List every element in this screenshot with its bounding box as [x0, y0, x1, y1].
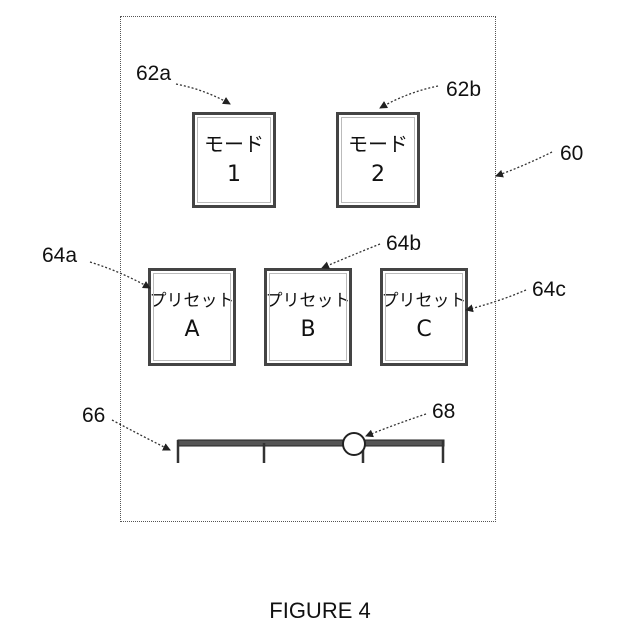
mode-1-number: 1	[227, 161, 241, 189]
ref-62b: 62b	[446, 78, 481, 102]
ref-60: 60	[560, 142, 583, 166]
preset-b-letter: B	[300, 316, 315, 344]
preset-b-button[interactable]: プリセット B	[264, 268, 352, 366]
preset-c-button[interactable]: プリセット C	[380, 268, 468, 366]
mode-2-number: 2	[371, 161, 385, 189]
ref-62a: 62a	[136, 62, 171, 86]
ref-64b: 64b	[386, 232, 421, 256]
ref-68: 68	[432, 400, 455, 424]
preset-a-button[interactable]: プリセット A	[148, 268, 236, 366]
preset-a-label: プリセット	[150, 291, 235, 312]
mode-1-label: モード	[204, 132, 264, 157]
preset-a-letter: A	[184, 316, 199, 344]
figure-caption: FIGURE 4	[0, 598, 640, 624]
leader-60	[496, 152, 552, 176]
preset-c-letter: C	[416, 316, 431, 344]
mode-1-button[interactable]: モード 1	[192, 112, 276, 208]
ref-66: 66	[82, 404, 105, 428]
preset-c-label: プリセット	[382, 291, 467, 312]
ref-64c: 64c	[532, 278, 566, 302]
preset-b-label: プリセット	[266, 291, 351, 312]
ref-64a: 64a	[42, 244, 77, 268]
mode-2-button[interactable]: モード 2	[336, 112, 420, 208]
mode-2-label: モード	[348, 132, 408, 157]
